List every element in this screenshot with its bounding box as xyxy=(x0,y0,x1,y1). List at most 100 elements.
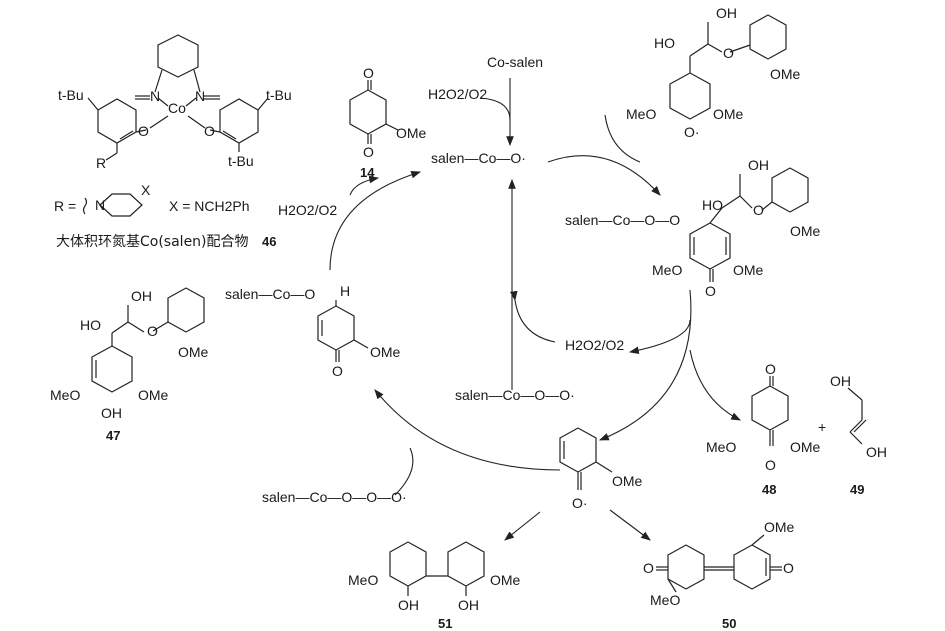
salen-co-peroxyl-center: salen—Co—O—O· xyxy=(455,387,575,403)
imine-n-right: N xyxy=(195,88,205,104)
piperazine-n-label: N xyxy=(95,197,105,213)
quinone-o-48-bottom: O xyxy=(765,457,776,473)
oh-label-51-left: OH xyxy=(398,597,419,613)
meo-label-50: MeO xyxy=(650,592,680,608)
ome-label-48: OMe xyxy=(790,439,821,455)
guaiacol-radical-structure xyxy=(559,427,613,490)
quinol-o-label: O xyxy=(332,363,343,379)
h2o2-o2-top-label: H2O2/O2 xyxy=(428,86,487,102)
ether-o-47: O xyxy=(147,323,158,339)
oh-label-51-right: OH xyxy=(458,597,479,613)
ome-label-phenoxy: OMe xyxy=(612,473,643,489)
catalyst-caption: 大体积环氮基Co(salen)配合物 xyxy=(56,233,249,250)
quinone-o-48-top: O xyxy=(765,361,776,377)
meo-label-mid: MeO xyxy=(652,262,682,278)
phenoxy-radical-top-structure xyxy=(669,14,787,120)
arrow-h2o2-join-top xyxy=(479,97,511,121)
meo-label-51: MeO xyxy=(348,572,378,588)
ketone-o-50-right: O xyxy=(783,560,794,576)
compound-47-structure xyxy=(91,287,205,393)
cobalt-atom-label: Co xyxy=(168,100,186,116)
compound-number-46: 46 xyxy=(262,234,276,249)
arrow-to-quinol-peroxide xyxy=(374,389,561,471)
arrow-quinol-to-oxyl xyxy=(329,170,422,271)
ome-label-47-aryl: OMe xyxy=(178,344,209,360)
phenoxide-o-right: O xyxy=(204,123,215,139)
ome-label-top-aryl: OMe xyxy=(770,66,801,82)
radical-o-top: O· xyxy=(684,124,700,140)
peroxo-intermediate-structure xyxy=(689,167,809,282)
radical-o-phenoxy: O· xyxy=(572,495,588,511)
ome-label-mid-aryl: OMe xyxy=(790,223,821,239)
compound-48-structure xyxy=(751,376,789,446)
ome-label-47: OMe xyxy=(138,387,169,403)
ho-label-mid: HO xyxy=(702,197,723,213)
h-atom-label: H xyxy=(340,283,350,299)
salen-co-oo-label: salen—Co—O—O xyxy=(565,212,680,228)
oh-label-top: OH xyxy=(716,5,737,21)
arrow-to-products-48-49 xyxy=(689,349,741,421)
h2o2-o2-right-label: H2O2/O2 xyxy=(565,337,624,353)
ome-label-top: OMe xyxy=(713,106,744,122)
quinol-intermediate-structure xyxy=(317,300,369,362)
co-salen-label: Co-salen xyxy=(487,54,543,70)
salen-co-ooo-label: salen—Co—O—O—O· xyxy=(262,489,407,505)
tbu-label-left: t-Bu xyxy=(58,87,84,103)
arrow-to-quinone-14 xyxy=(349,175,380,196)
compound-number-14: 14 xyxy=(360,165,375,180)
phenoxide-o-left: O xyxy=(138,123,149,139)
arrow-to-h2o2-release xyxy=(628,319,691,355)
quinone-o-mid: O xyxy=(705,283,716,299)
meo-label-47: MeO xyxy=(50,387,80,403)
oh-label-mid: OH xyxy=(748,157,769,173)
arrow-to-product-50 xyxy=(609,509,651,541)
meo-label-top: MeO xyxy=(626,106,656,122)
ome-label-50: OMe xyxy=(764,519,795,535)
arrow-phenoxy-join xyxy=(604,114,641,163)
tbu-label-bottom: t-Bu xyxy=(228,153,254,169)
compound-number-50: 50 xyxy=(722,616,736,631)
oh-label-49-top: OH xyxy=(830,373,851,389)
oh-label-49-bottom: OH xyxy=(866,444,887,460)
quinone-o-bottom: O xyxy=(363,144,374,160)
arrow-peroxyl-join-left xyxy=(394,447,414,496)
x-definition-label: X = NCH2Ph xyxy=(169,198,250,214)
compound-14-structure xyxy=(349,80,399,144)
compound-50-structure xyxy=(656,534,782,593)
tbu-label-right: t-Bu xyxy=(266,87,292,103)
r-definition-label: R = xyxy=(54,198,76,214)
compound-number-49: 49 xyxy=(850,482,864,497)
compound-number-48: 48 xyxy=(762,482,776,497)
compound-51-structure xyxy=(389,541,485,596)
plus-sign: + xyxy=(818,419,826,435)
arrow-to-peroxo-intermediate xyxy=(547,155,661,196)
compound-number-51: 51 xyxy=(438,616,452,631)
salen-co-o-left-label: salen—Co—O xyxy=(225,286,315,302)
ketone-o-50-left: O xyxy=(643,560,654,576)
imine-n-left: N xyxy=(150,88,160,104)
meo-label-48: MeO xyxy=(706,439,736,455)
arrow-to-phenoxy-radical xyxy=(598,289,692,441)
ome-label-mid: OMe xyxy=(733,262,764,278)
oh-label-47-top: OH xyxy=(131,288,152,304)
arrow-h2o2-release-mid xyxy=(509,290,556,343)
oh-label-47-phenol: OH xyxy=(101,405,122,421)
r-group-label: R xyxy=(96,155,106,171)
h2o2-o2-left-label: H2O2/O2 xyxy=(278,202,337,218)
compound-number-47: 47 xyxy=(106,428,120,443)
arrow-to-biphenol-51 xyxy=(504,511,541,541)
ether-o-mid: O xyxy=(753,202,764,218)
ho-label-top: HO xyxy=(654,35,675,51)
salen-co-oxyl-top: salen—Co—O· xyxy=(431,150,526,166)
quinone-o-top: O xyxy=(363,65,374,81)
compound-49-structure xyxy=(847,387,867,445)
ome-label-quinol: OMe xyxy=(370,344,401,360)
piperazine-x-label: X xyxy=(141,182,151,198)
ether-o-top: O xyxy=(723,45,734,61)
ho-label-47: HO xyxy=(80,317,101,333)
ome-label-51: OMe xyxy=(490,572,521,588)
catalyst-46-structure xyxy=(82,34,269,217)
ome-label-14: OMe xyxy=(396,125,427,141)
